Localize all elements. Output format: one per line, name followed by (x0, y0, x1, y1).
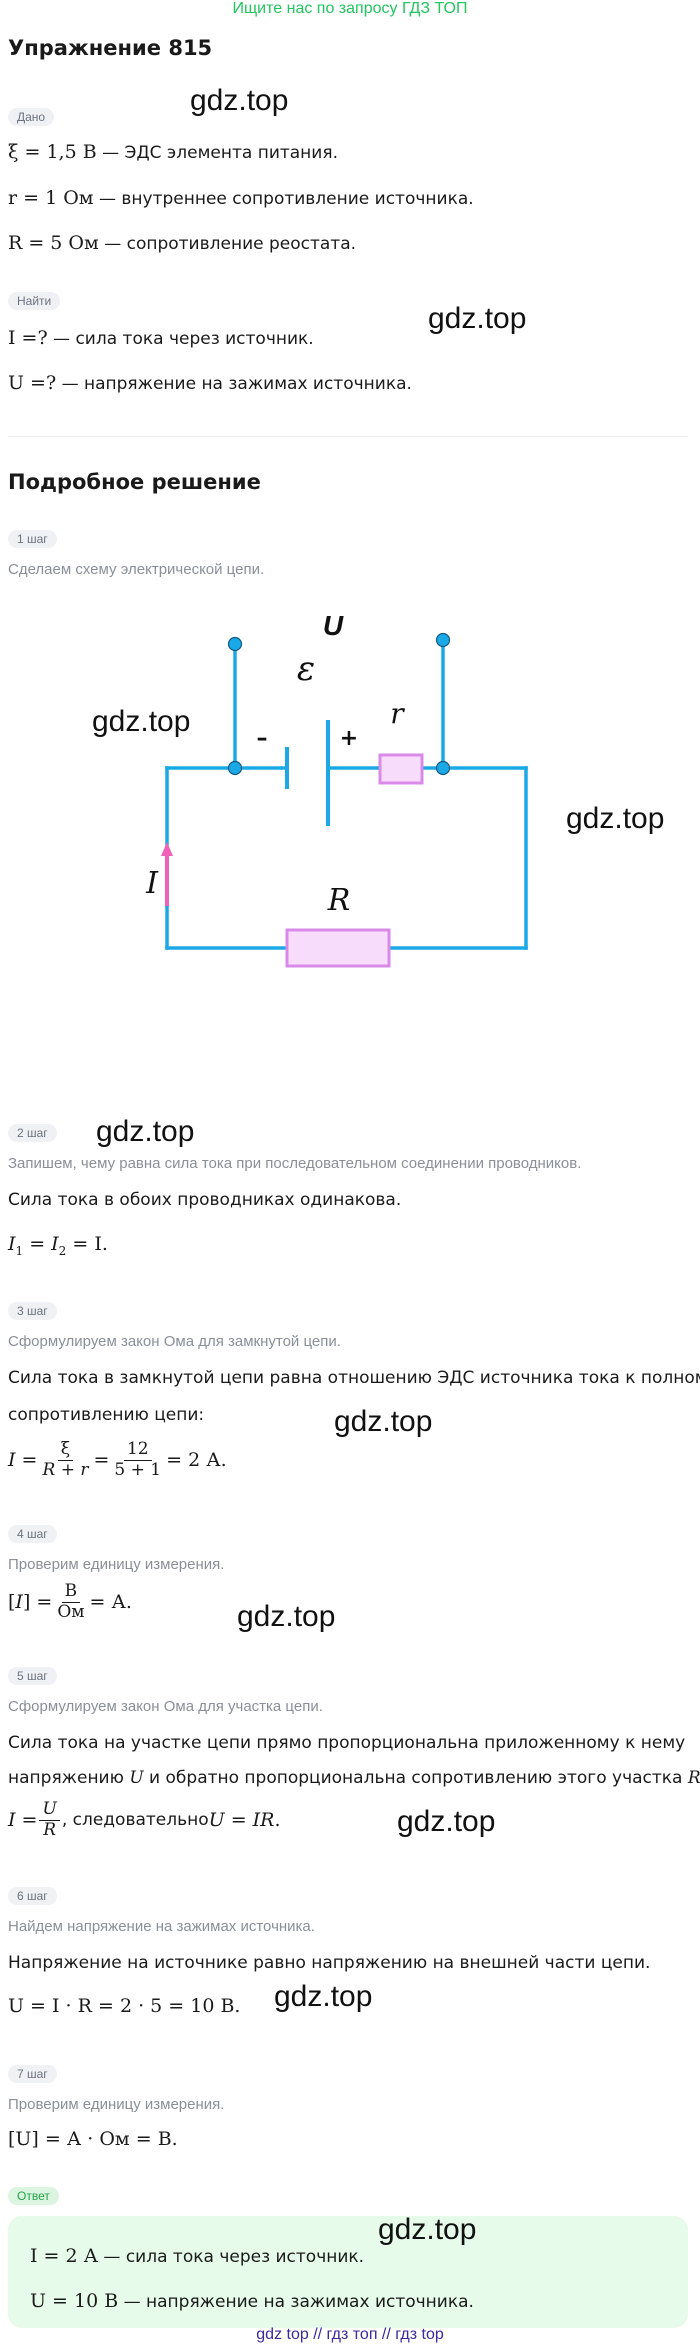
step6-text: Напряжение на источнике равно напряжению… (8, 1953, 651, 1973)
step7-tag: 7 шаг (8, 2063, 57, 2083)
step2-desc: Запишем, чему равна сила тока при послед… (8, 1155, 582, 1172)
step2-text: Сила тока в обоих проводниках одинакова. (8, 1190, 402, 1210)
watermark: gdz.top (96, 1115, 195, 1148)
watermark: gdz.top (566, 802, 665, 835)
circuit-diagram: U ε r – + I R (145, 610, 528, 968)
watermark: gdz.top (397, 1805, 496, 1838)
step5-consequence: , следовательно (61, 1810, 209, 1831)
internal-resistor (378, 753, 424, 785)
find-math-1: I =? (8, 327, 48, 349)
answer-math-2: U = 10 В (30, 2290, 119, 2312)
given-text-1: — ЭДС элемента питания. (96, 143, 338, 163)
given-tag-label: Дано (8, 108, 55, 126)
node-left (227, 760, 243, 776)
find-text-2: — напряжение на зажимах источника. (56, 374, 412, 394)
solution-title: Подробное решение (8, 470, 261, 494)
step2-formula: I1 = I2 = I. (8, 1233, 108, 1258)
answer-text-1: — сила тока через источник. (98, 2247, 365, 2267)
watermark: gdz.top (334, 1405, 433, 1438)
section-divider (8, 436, 688, 437)
watermark: gdz.top (274, 1980, 373, 2013)
answer-line-1: I = 2 А — сила тока через источник. (30, 2245, 364, 2267)
footer-links[interactable]: gdz top // гдз топ // гдз top (256, 2326, 444, 2343)
label-minus: – (257, 726, 268, 751)
current-arrow-head (161, 842, 173, 856)
answer-text-2: — напряжение на зажимах источника. (118, 2292, 474, 2312)
label-I: I (145, 866, 159, 901)
watermark: gdz.top (92, 705, 191, 738)
step3-tag: 3 шаг (8, 1300, 57, 1320)
step5-text-1: Сила тока на участке цепи прямо пропорци… (8, 1733, 686, 1753)
find-line-2: U =? — напряжение на зажимах источника. (8, 372, 412, 394)
label-plus: + (340, 726, 358, 751)
answer-math-1: I = 2 А (30, 2245, 99, 2267)
step4-tag-label: 4 шаг (8, 1525, 57, 1543)
step5-tag: 5 шаг (8, 1665, 57, 1685)
find-line-1: I =? — сила тока через источник. (8, 327, 314, 349)
exercise-title: Упражнение 815 (8, 36, 213, 60)
given-line-3: R = 5 Ом — сопротивление реостата. (8, 232, 356, 254)
step5-text-2a: напряжению (8, 1768, 130, 1788)
given-text-2: — внутреннее сопротивление источника. (93, 189, 474, 209)
answer-line-2: U = 10 В — напряжение на зажимах источни… (30, 2290, 474, 2312)
label-R: R (327, 883, 351, 918)
step1-tag: 1 шаг (8, 528, 57, 548)
step5-desc: Сформулируем закон Ома для участка цепи. (8, 1698, 323, 1715)
watermark: gdz.top (190, 84, 289, 117)
step6-tag: 6 шаг (8, 1885, 57, 1905)
step5-text-2: напряжению U и обратно пропорциональна с… (8, 1768, 700, 1788)
given-text-3: — сопротивление реостата. (98, 234, 357, 254)
given-tag: Дано (8, 106, 55, 126)
step6-formula: U = I · R = 2 · 5 = 10 В. (8, 1995, 241, 2017)
step3-text-2: сопротивлению цепи: (8, 1405, 205, 1425)
step4-tag: 4 шаг (8, 1523, 57, 1543)
given-math-2: r = 1 Ом (8, 187, 94, 209)
terminal-left (227, 636, 243, 652)
step1-desc: Сделаем схему электрической цепи. (8, 561, 265, 578)
label-eps: ε (297, 649, 315, 689)
step6-desc: Найдем напряжение на зажимах источника. (8, 1918, 315, 1935)
step7-tag-label: 7 шаг (8, 2065, 57, 2083)
find-math-2: U =? (8, 372, 57, 394)
promo-banner[interactable]: Ищите нас по запросу ГДЗ ТОП (232, 0, 468, 17)
given-math-1: ξ = 1,5 В (8, 141, 97, 163)
terminal-right (435, 632, 451, 648)
step5-text-2b: и обратно пропорциональна сопротивлению … (143, 1768, 688, 1788)
step4-desc: Проверим единицу измерения. (8, 1556, 225, 1573)
answer-tag: Ответ (8, 2185, 59, 2205)
given-line-1: ξ = 1,5 В — ЭДС элемента питания. (8, 141, 338, 163)
answer-tag-label: Ответ (8, 2187, 59, 2205)
label-r: r (390, 697, 405, 730)
step2-tag: 2 шаг (8, 1122, 57, 1142)
step1-tag-label: 1 шаг (8, 530, 57, 548)
step2-tag-label: 2 шаг (8, 1124, 57, 1142)
find-tag: Найти (8, 290, 61, 310)
watermark: gdz.top (237, 1600, 336, 1633)
step6-tag-label: 6 шаг (8, 1887, 57, 1905)
step3-desc: Сформулируем закон Ома для замкнутой цеп… (8, 1333, 341, 1350)
step7-formula: [U] = А · Ом = В. (8, 2128, 178, 2150)
answer-box (8, 2216, 688, 2328)
step5-tag-label: 5 шаг (8, 1667, 57, 1685)
step3-text-1: Сила тока в замкнутой цепи равна отношен… (8, 1368, 700, 1388)
find-text-1: — сила тока через источник. (47, 329, 314, 349)
step3-tag-label: 3 шаг (8, 1302, 57, 1320)
step7-desc: Проверим единицу измерения. (8, 2096, 225, 2113)
node-right (435, 760, 451, 776)
find-tag-label: Найти (8, 292, 61, 310)
step2-formula-tail: = I. (72, 1233, 108, 1255)
label-U: U (323, 610, 344, 641)
given-math-3: R = 5 Ом (8, 232, 99, 254)
watermark: gdz.top (428, 302, 527, 335)
given-line-2: r = 1 Ом — внутреннее сопротивление исто… (8, 187, 474, 209)
watermark: gdz.top (378, 2213, 477, 2246)
external-resistor (285, 928, 391, 968)
